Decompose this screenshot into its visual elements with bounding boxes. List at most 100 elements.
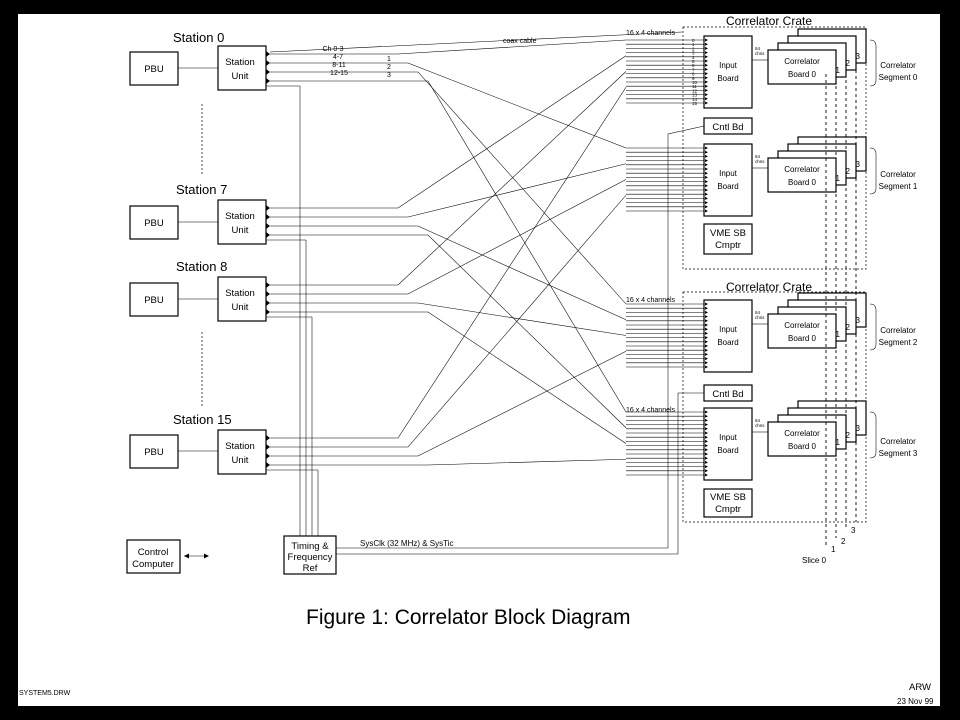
input-board-label-1: Input (719, 433, 738, 442)
input-port-icon (705, 319, 708, 323)
cntl-bd-label: Cntl Bd (712, 389, 743, 400)
input-port-icon (705, 76, 708, 80)
channel-index-2: 2 (387, 64, 391, 71)
crossbar-wire (270, 225, 627, 321)
correlator-board (767, 421, 837, 457)
input-port-icon (705, 184, 708, 188)
input-port-icon (705, 88, 708, 92)
output-port-icon (266, 309, 270, 315)
segment-bracket (869, 411, 877, 459)
vme-label-2: Cmptr (715, 240, 741, 251)
output-port-icon (266, 282, 270, 288)
output-port-icon (266, 78, 270, 84)
input-port-icon (705, 46, 708, 50)
input-port-icon (705, 357, 708, 361)
input-port-icon (705, 154, 708, 158)
input-port-icon (705, 180, 708, 184)
coax-cable (269, 31, 683, 53)
crossbar-wire (270, 71, 627, 286)
pbu-label: PBU (144, 295, 164, 306)
segment-bracket (869, 147, 877, 195)
crossbar-wire (270, 458, 627, 466)
input-port-icon (705, 163, 708, 167)
output-port-icon (266, 232, 270, 238)
input-port-icon (705, 431, 708, 435)
control-board-2 (703, 384, 753, 402)
input-board-label-1: Input (719, 61, 738, 70)
station-8-label: Station 8 (176, 259, 227, 274)
input-port-icon (705, 196, 708, 200)
correlator-board-number: 3 (856, 316, 861, 325)
channels-label: 16 x 4 channels (626, 407, 676, 414)
crossbar-wire (270, 39, 627, 55)
slice-3-label: 3 (851, 526, 856, 535)
input-port-icon (705, 310, 708, 314)
input-board (703, 407, 753, 481)
output-port-icon (266, 214, 270, 220)
input-port-icon (705, 331, 708, 335)
vme-computer-2 (703, 488, 753, 518)
input-port-icon (705, 175, 708, 179)
correlator-board-number: 1 (836, 66, 841, 75)
slice-1-label: 1 (831, 545, 836, 554)
port-number: 13 (692, 93, 698, 98)
control-computer-box (126, 539, 181, 574)
input-port-icon (705, 302, 708, 306)
correlator-board-number: 3 (856, 160, 861, 169)
input-port-icon (705, 97, 708, 101)
port-number: 11 (692, 84, 697, 89)
port-number: 9 (692, 76, 695, 81)
port-number: 2 (692, 46, 695, 51)
correlator-board-number: 3 (856, 52, 861, 61)
segment-bracket (869, 39, 877, 87)
input-port-icon (705, 418, 708, 422)
diagram-sheet: Station 0 PBU Station Unit Station 7 PBU… (18, 14, 940, 706)
correlator-board-number: 1 (836, 438, 841, 447)
station-unit-label-1: Station (225, 441, 255, 452)
input-port-icon (705, 336, 708, 340)
port-number: 6 (692, 63, 695, 68)
segment-3-label-2: Segment 3 (879, 449, 918, 458)
crossbar-wire (270, 234, 627, 428)
crate-1-title: Correlator Crate (726, 14, 812, 28)
station-8: Station 8 PBU Station Unit (129, 259, 267, 322)
station-7-label: Station 7 (176, 182, 227, 197)
station-0: Station 0 PBU Station Unit (129, 30, 267, 91)
segment-0-label-1: Correlator (880, 61, 916, 70)
station-unit-box (217, 199, 267, 245)
input-board-label-2: Board (717, 446, 738, 455)
slice-2-label: 2 (841, 537, 846, 546)
crossbar-wire (270, 62, 627, 149)
correlator-board-number: 3 (856, 424, 861, 433)
input-port-icon (705, 444, 708, 448)
input-port-icon (705, 84, 708, 88)
output-port-icon (266, 444, 270, 450)
input-port-icon (705, 414, 708, 418)
sysclk-line (336, 392, 704, 555)
pbu-label: PBU (144, 447, 164, 458)
vme-label-1: VME SB (710, 492, 746, 503)
correlator-board-number: 1 (836, 174, 841, 183)
channel-label-1: 4-7 (333, 54, 343, 61)
station-unit-box (217, 429, 267, 475)
signal-wires (266, 31, 705, 555)
chns-label-1: 64 (755, 310, 761, 315)
vme-computer-1 (703, 223, 753, 255)
date-label: 23 Nov 99 (897, 697, 934, 706)
crossbar-wire (270, 302, 627, 336)
timing-label-3: Ref (303, 563, 318, 574)
filename-label: SYSTEM5.DRW (19, 690, 71, 697)
correlator-board-number: 1 (836, 330, 841, 339)
input-port-icon (705, 51, 708, 55)
chns-label-2: chns (755, 423, 765, 428)
correlator-board-number: 2 (846, 431, 851, 440)
correlator-board-label-1: Correlator (784, 429, 820, 438)
input-port-icon (705, 306, 708, 310)
timing-label-1: Timing & (291, 541, 329, 552)
input-port-icon (705, 55, 708, 59)
figure-caption: Figure 1: Correlator Block Diagram (306, 606, 630, 629)
input-board-label-1: Input (719, 169, 738, 178)
input-port-icon (705, 410, 708, 414)
input-port-icon (705, 361, 708, 365)
input-port-icon (705, 67, 708, 71)
